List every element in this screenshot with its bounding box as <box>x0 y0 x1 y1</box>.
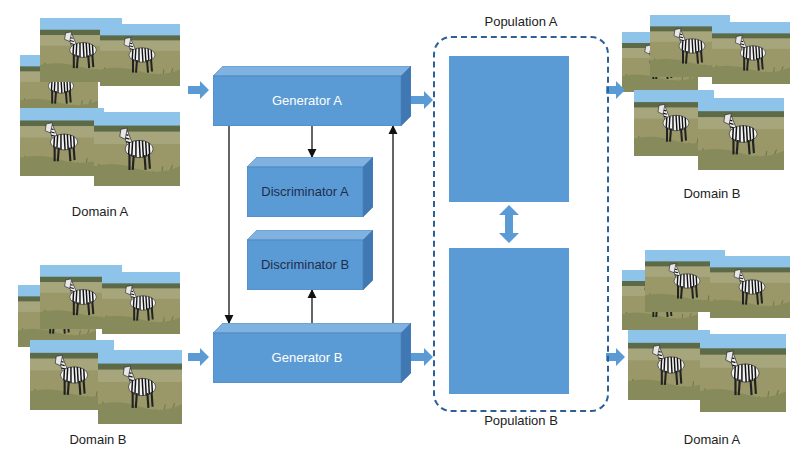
photo-stack <box>622 250 790 412</box>
domain-label: Domain B <box>69 432 126 448</box>
generator-box: Generator A <box>213 66 411 126</box>
connector-arrow <box>411 91 433 109</box>
box-label: Generator A <box>272 93 342 109</box>
connector-arrow <box>392 126 393 323</box>
group-heading: Population A <box>484 14 557 30</box>
box-label: Discriminator B <box>261 257 349 273</box>
photo-stack <box>20 18 180 186</box>
connector-arrow <box>311 290 312 323</box>
exchange-arrow <box>499 205 519 243</box>
discriminator-box: Discriminator A <box>247 157 373 217</box>
population-block <box>449 56 569 202</box>
connector-arrow <box>411 348 433 366</box>
group-heading: Population B <box>484 413 558 429</box>
photo-stack <box>622 15 790 170</box>
generator-box: Generator B <box>213 323 411 383</box>
connector-arrow <box>311 126 312 157</box>
population-block <box>449 248 569 394</box>
domain-label: Domain A <box>72 204 128 220</box>
connector-arrow <box>228 126 229 323</box>
domain-label: Domain A <box>684 432 740 448</box>
domain-label: Domain B <box>683 186 740 202</box>
photo-stack <box>18 265 182 424</box>
discriminator-box: Discriminator B <box>247 230 373 290</box>
box-label: Discriminator A <box>261 184 348 200</box>
box-label: Generator B <box>272 350 343 366</box>
population-group: Population APopulation B <box>433 36 609 412</box>
